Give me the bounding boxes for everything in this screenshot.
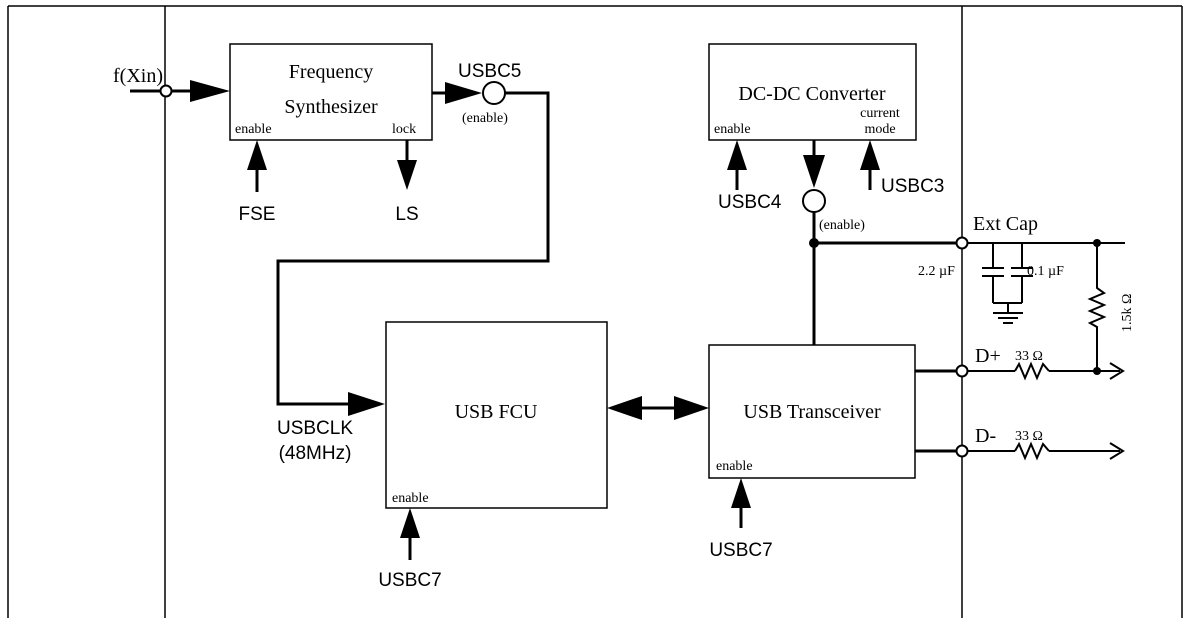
dplus-resistor-icon [1014, 361, 1050, 381]
freq-synth-title-line2: Synthesizer [284, 96, 378, 118]
freq-synth-title-line1: Frequency [289, 61, 373, 83]
usbc4-input: USBC4 [718, 140, 782, 213]
fcu-title: USB FCU [455, 401, 538, 423]
usbc5-label: USBC5 [458, 61, 521, 82]
usbc4-label: USBC4 [718, 192, 782, 213]
usbc7-fcu-label: USBC7 [378, 570, 441, 591]
dcdc-converter-block: DC-DC Converter enable current mode [708, 43, 917, 141]
dplus-pin [955, 364, 969, 378]
frame [7, 5, 1183, 618]
dminus-resistor-icon [1014, 441, 1050, 461]
fcu-transceiver-bus [607, 396, 709, 420]
pullup-label: 1.5k Ω [1120, 294, 1135, 332]
dcdc-title: DC-DC Converter [738, 83, 886, 105]
frequency-synthesizer-block: Frequency Synthesizer enable lock [229, 43, 433, 141]
pullup-resistor: 1.5k Ω [1087, 243, 1135, 370]
xcvr-enable-label: enable [716, 459, 753, 474]
usb-fcu-block: USB FCU enable [385, 321, 608, 509]
xin-arrow [190, 80, 230, 102]
usbc3-input: USBC3 [860, 140, 944, 197]
dplus-label: D+ [975, 345, 1001, 367]
dminus-pin [955, 444, 969, 458]
usbc7-xcvr-input: USBC7 [709, 478, 773, 561]
dcdc-output: (enable) [802, 140, 956, 345]
xin-input: f(Xin) [113, 65, 230, 102]
usbc7-xcvr-label: USBC7 [709, 540, 772, 561]
usbc7-fcu-input: USBC7 [378, 508, 442, 591]
usbc5-switch-circle [482, 81, 506, 105]
dminus-resistor-label: 33 Ω [1015, 429, 1043, 444]
dplus-resistor-label: 33 Ω [1015, 349, 1043, 364]
usbclk-freq-label: (48MHz) [279, 443, 352, 464]
usbclk-label: USBCLK [277, 418, 353, 439]
cap2-label: 0.1 µF [1027, 264, 1064, 279]
freq-synth-enable-label: enable [235, 122, 272, 137]
usbclk-wire [276, 91, 550, 406]
freq-synth-lock-label: lock [392, 122, 416, 137]
usbc5-enable-label: (enable) [462, 111, 508, 126]
usb-transceiver-block: USB Transceiver enable [708, 344, 916, 479]
xin-label: f(Xin) [113, 65, 163, 87]
ls-label: LS [395, 204, 418, 225]
usbc4-enable-label: (enable) [819, 218, 865, 233]
ext-cap-label: Ext Cap [973, 213, 1038, 235]
xcvr-title: USB Transceiver [743, 401, 881, 423]
fse-label: FSE [239, 204, 276, 225]
resistor-icon [1087, 243, 1107, 370]
usbc3-label: USBC3 [881, 176, 944, 197]
dcdc-enable-label: enable [714, 122, 751, 137]
cap1-label: 2.2 µF [918, 264, 955, 279]
dplus-line: D+ 33 Ω [915, 345, 1125, 381]
fcu-enable-label: enable [392, 491, 429, 506]
usbc4-switch-circle [802, 189, 826, 213]
dcdc-mode-label-line2: mode [864, 122, 895, 137]
usbc5-switch: USBC5 (enable) USBCLK (48MHz) [276, 61, 550, 464]
ext-cap-pin [955, 236, 969, 250]
ext-cap-node: Ext Cap [955, 213, 1125, 250]
dcdc-mode-label-line1: current [860, 106, 900, 121]
ls-output: LS [395, 140, 419, 225]
capacitors: 2.2 µF 0.1 µF [918, 243, 1064, 324]
dminus-label: D- [975, 425, 996, 447]
fse-input: FSE [239, 140, 276, 225]
xin-pin [159, 84, 173, 98]
dminus-line: D- 33 Ω [915, 425, 1125, 461]
